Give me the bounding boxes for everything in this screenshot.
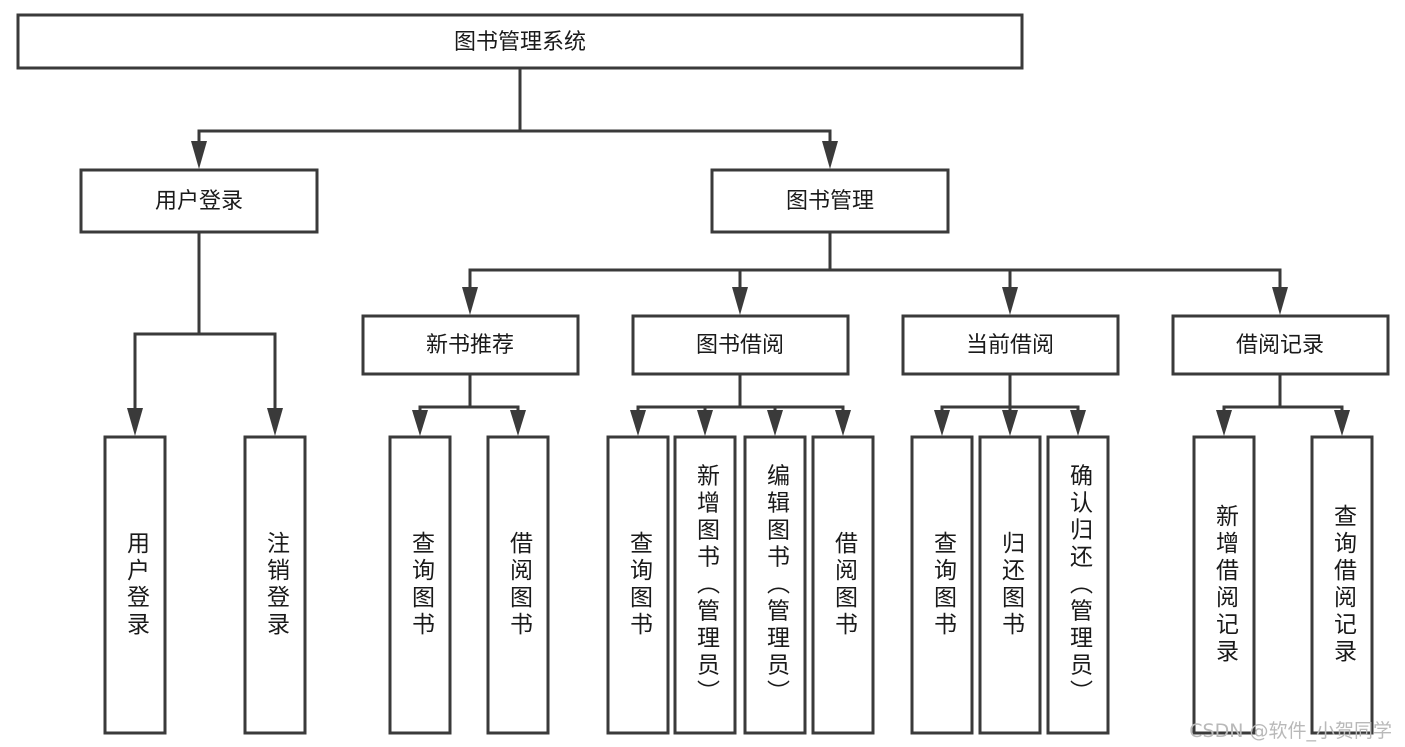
arrow-head-book-manage	[822, 141, 838, 169]
leaf-add-book-label: 新增图书（管理员）	[693, 464, 721, 707]
leaf-query-book-3-label: 查询图书	[930, 531, 958, 639]
arrow-head-leaf-query-book-1	[412, 410, 428, 436]
arrow-head-leaf-query-record	[1334, 410, 1350, 436]
node-root[interactable]: 图书管理系统	[16, 13, 1024, 70]
leaf-return-book[interactable]: 归还图书	[978, 435, 1042, 735]
connector-group	[127, 66, 1350, 436]
arrow-head-borrow-record	[1272, 287, 1288, 315]
leaf-borrow-book-2-box[interactable]	[811, 435, 875, 735]
node-new-book-recommend-label: 新书推荐	[426, 333, 514, 358]
leaf-confirm-return[interactable]: 确认归还（管理员）	[1046, 435, 1110, 735]
leaf-edit-book-box[interactable]	[743, 435, 807, 735]
node-borrow-record[interactable]: 借阅记录	[1171, 314, 1390, 376]
arrow-head-leaf-confirm-return	[1070, 410, 1086, 436]
arrow-head-user-login	[191, 141, 207, 169]
node-borrow-record-label: 借阅记录	[1236, 333, 1324, 358]
node-book-manage[interactable]: 图书管理	[710, 168, 950, 234]
node-current-borrow[interactable]: 当前借阅	[901, 314, 1120, 376]
node-root-box[interactable]	[16, 13, 1024, 70]
node-root-label: 图书管理系统	[454, 30, 586, 55]
arrow-head-new-book	[462, 287, 478, 315]
leaf-confirm-return-label: 确认归还（管理员）	[1066, 464, 1094, 707]
leaf-add-book[interactable]: 新增图书（管理员）	[673, 435, 737, 735]
arrow-head-leaf-return-book	[1002, 410, 1018, 436]
leaf-query-book-2-box[interactable]	[606, 435, 670, 735]
leaf-query-book-1-box[interactable]	[388, 435, 452, 735]
arrow-head-leaf-query-book-3	[934, 410, 950, 436]
node-user-login-box[interactable]	[79, 168, 319, 234]
leaf-add-book-box[interactable]	[673, 435, 737, 735]
leaf-query-book-1-label: 查询图书	[408, 531, 436, 639]
node-current-borrow-box[interactable]	[901, 314, 1120, 376]
arrow-head-leaf-user-logout	[267, 408, 283, 436]
leaf-borrow-book-2-label: 借阅图书	[831, 531, 859, 639]
arrow-head-leaf-borrow-book-2	[835, 410, 851, 436]
arrow-head-leaf-add-record	[1216, 410, 1232, 436]
leaf-user-logout-label: 注销登录	[263, 531, 291, 639]
leaf-query-record-box[interactable]	[1310, 435, 1374, 735]
arrow-head-leaf-borrow-book-1	[510, 410, 526, 436]
leaf-user-logout-box[interactable]	[243, 435, 307, 735]
node-current-borrow-label: 当前借阅	[966, 333, 1054, 358]
leaf-borrow-book-1-box[interactable]	[486, 435, 550, 735]
leaf-add-record[interactable]: 新增借阅记录	[1192, 435, 1256, 735]
leaf-confirm-return-box[interactable]	[1046, 435, 1110, 735]
leaf-return-book-box[interactable]	[978, 435, 1042, 735]
node-book-borrow[interactable]: 图书借阅	[631, 314, 850, 376]
node-book-borrow-label: 图书借阅	[696, 333, 784, 358]
leaf-borrow-book-2[interactable]: 借阅图书	[811, 435, 875, 735]
leaf-user-login-box[interactable]	[103, 435, 167, 735]
node-user-login-label: 用户登录	[155, 189, 243, 214]
leaf-query-book-3-box[interactable]	[910, 435, 974, 735]
arrow-head-book-borrow	[732, 287, 748, 315]
leaf-query-book-1[interactable]: 查询图书	[388, 435, 452, 735]
node-book-manage-box[interactable]	[710, 168, 950, 234]
leaf-edit-book-label: 编辑图书（管理员）	[763, 464, 791, 707]
arrow-head-leaf-add-book	[697, 410, 713, 436]
leaf-query-book-2-label: 查询图书	[626, 531, 654, 639]
node-new-book-recommend[interactable]: 新书推荐	[361, 314, 580, 376]
arrow-head-current-borrow	[1002, 287, 1018, 315]
node-user-login[interactable]: 用户登录	[79, 168, 319, 234]
node-new-book-recommend-box[interactable]	[361, 314, 580, 376]
arrow-head-leaf-user-login	[127, 408, 143, 436]
leaf-query-record[interactable]: 查询借阅记录	[1310, 435, 1374, 735]
leaf-user-login-label: 用户登录	[123, 531, 151, 639]
leaf-user-login[interactable]: 用户登录	[103, 435, 167, 735]
leaf-query-record-label: 查询借阅记录	[1330, 504, 1358, 666]
node-borrow-record-box[interactable]	[1171, 314, 1390, 376]
arrow-head-leaf-query-book-2	[630, 410, 646, 436]
leaf-query-book-3[interactable]: 查询图书	[910, 435, 974, 735]
leaf-add-record-box[interactable]	[1192, 435, 1256, 735]
watermark-label: CSDN @软件_小贺同学	[1189, 720, 1392, 742]
node-book-borrow-box[interactable]	[631, 314, 850, 376]
leaf-edit-book[interactable]: 编辑图书（管理员）	[743, 435, 807, 735]
node-book-manage-label: 图书管理	[786, 189, 874, 214]
leaf-return-book-label: 归还图书	[998, 531, 1026, 639]
leaf-borrow-book-1-label: 借阅图书	[506, 531, 534, 639]
leaf-user-logout[interactable]: 注销登录	[243, 435, 307, 735]
leaf-add-record-label: 新增借阅记录	[1212, 504, 1240, 666]
leaf-borrow-book-1[interactable]: 借阅图书	[486, 435, 550, 735]
arrow-head-leaf-edit-book	[767, 410, 783, 436]
leaf-query-book-2[interactable]: 查询图书	[606, 435, 670, 735]
